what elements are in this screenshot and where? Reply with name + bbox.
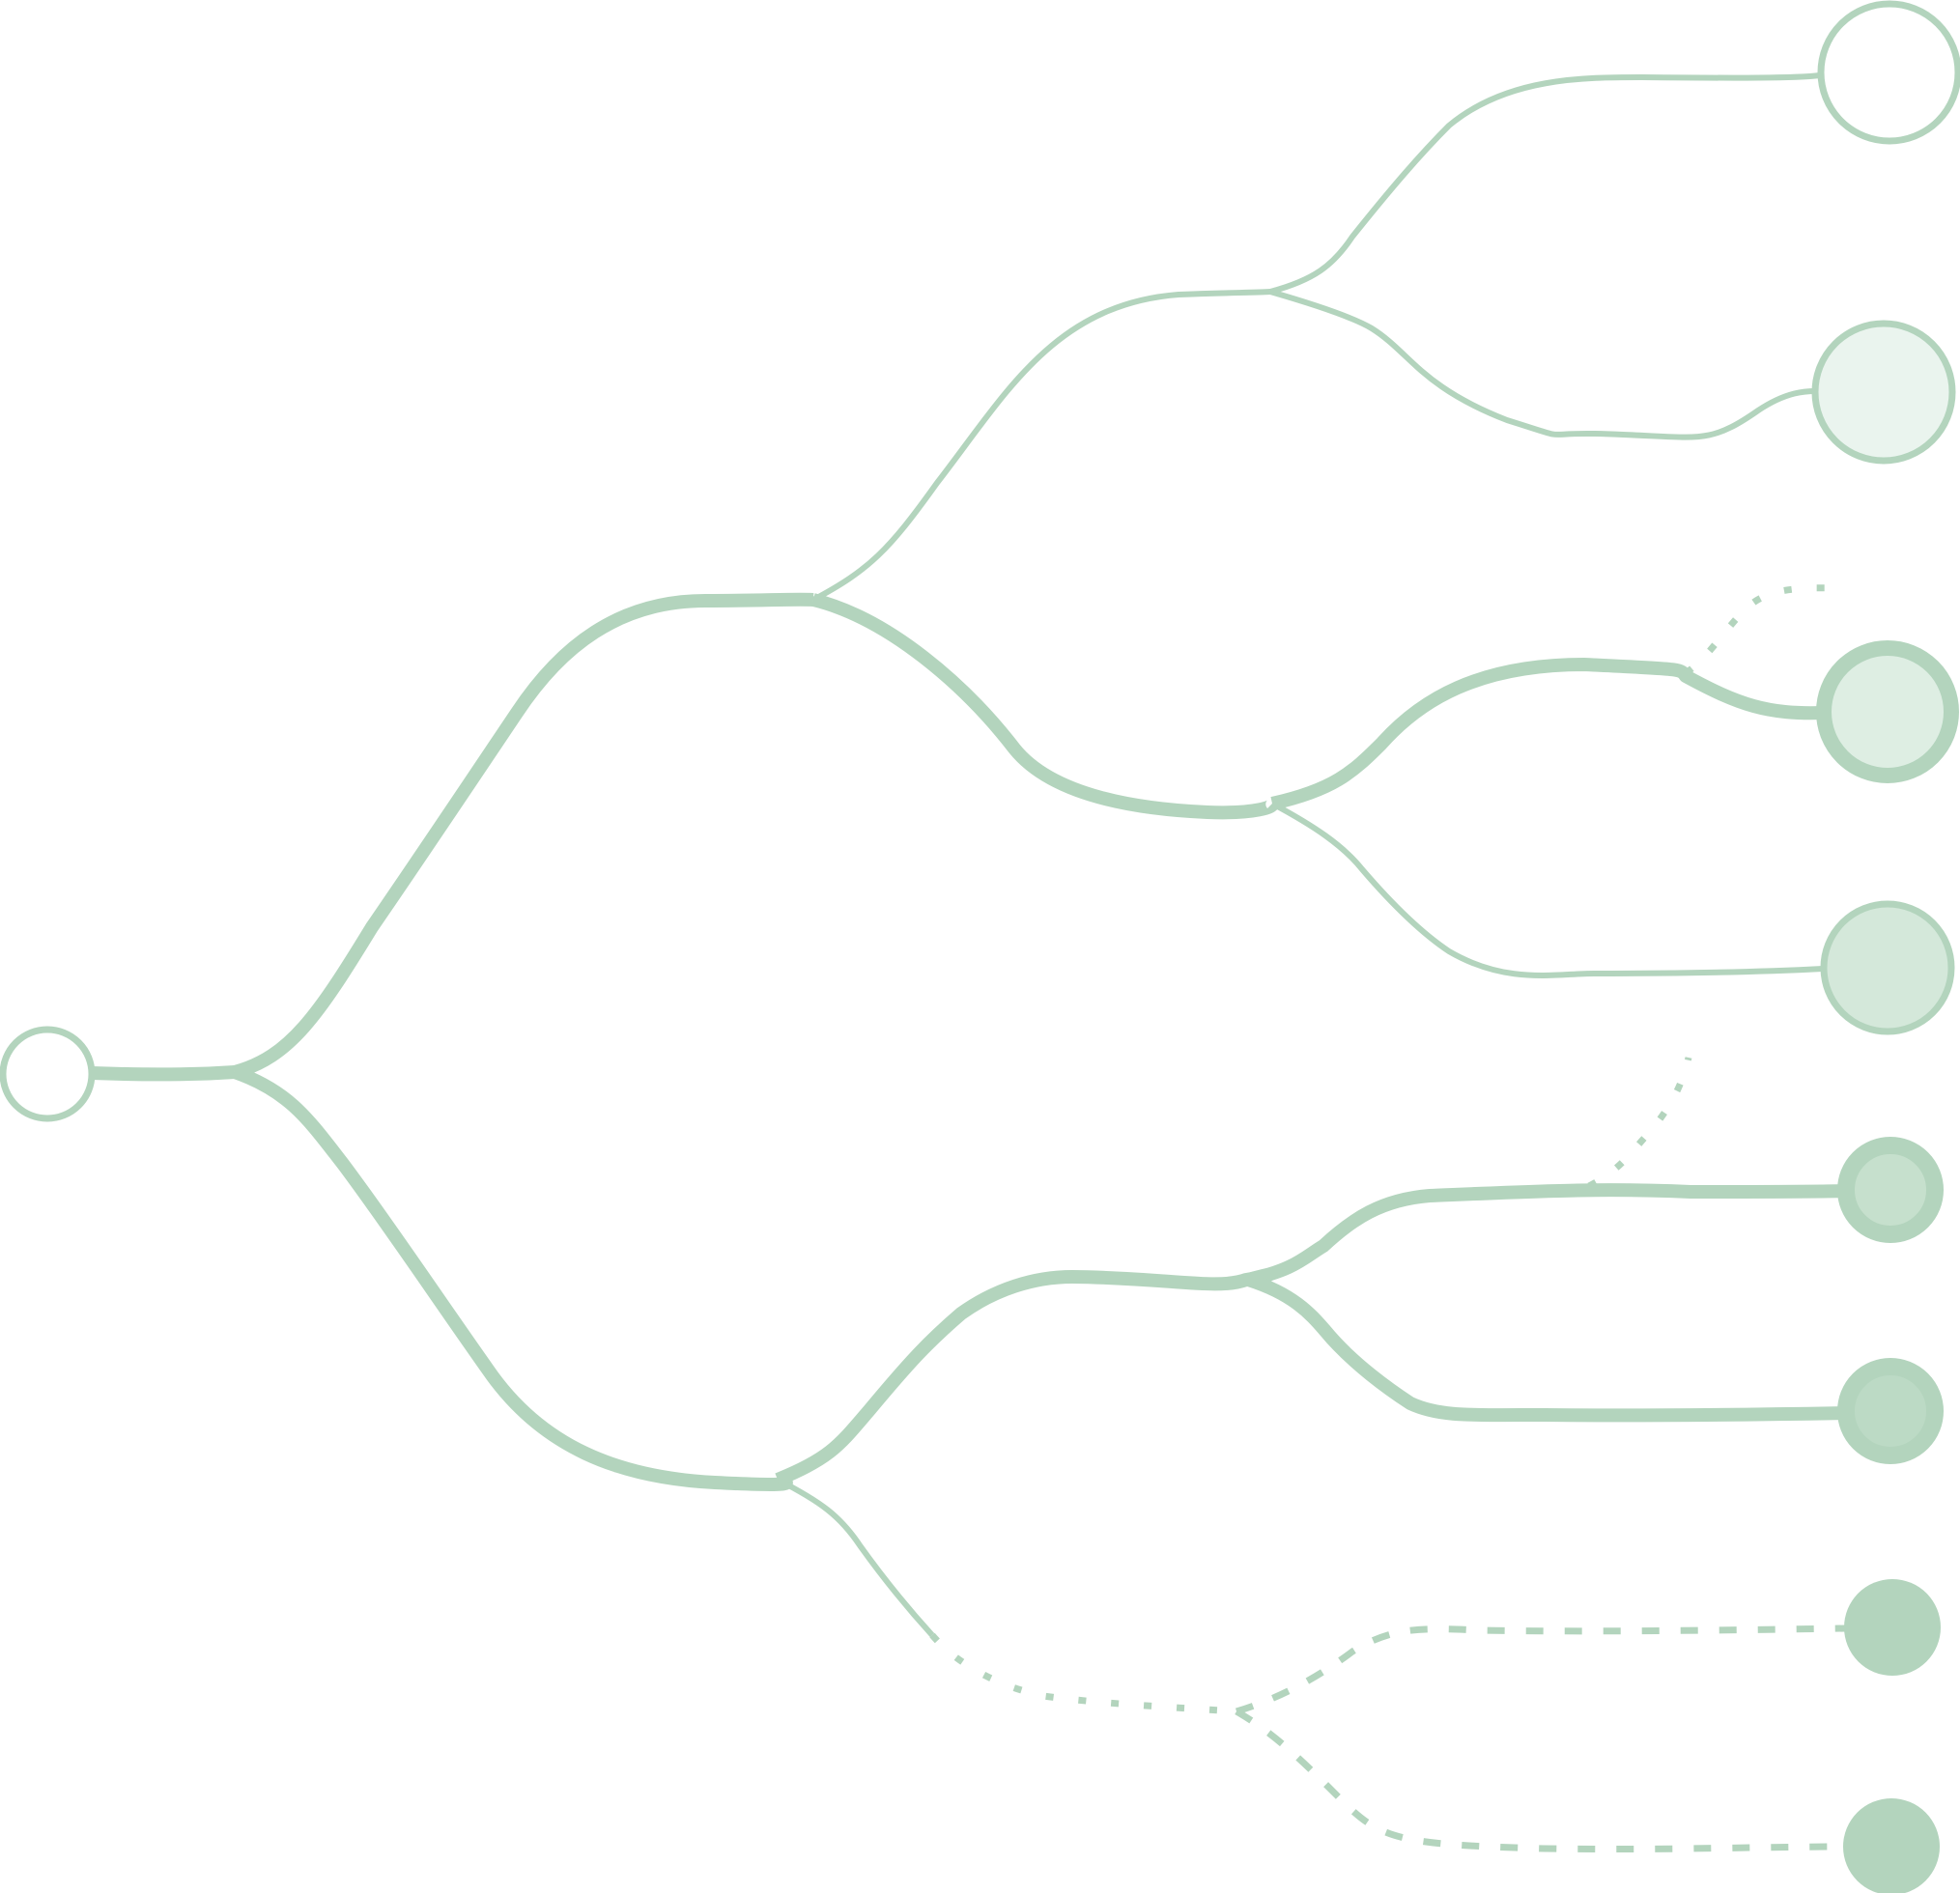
leaf-node-1[interactable] (1817, 0, 1960, 145)
branch-to-leaf-7 (1235, 1625, 1846, 1715)
dashed-spur-upper (1683, 584, 1836, 676)
leaf-node-3[interactable] (1816, 640, 1959, 783)
branch-to-leaf-5 (1246, 1183, 1846, 1286)
leaf-node-6[interactable] (1837, 1358, 1944, 1464)
root-node[interactable] (0, 1026, 96, 1122)
branch-to-split-7-solid (776, 1477, 935, 1638)
leaf-node-5[interactable] (1837, 1137, 1944, 1243)
branch-to-leaf-3 (1270, 658, 1825, 810)
branch-to-split-3 (811, 289, 1271, 603)
branch-to-leaf-2 (1269, 289, 1817, 440)
branch-to-leaf-1 (1269, 72, 1821, 295)
branch-to-leaf-8 (1235, 1708, 1846, 1853)
branches (91, 72, 1846, 1853)
branch-to-split-6 (775, 1267, 1276, 1486)
leaf-node-2[interactable] (1811, 320, 1956, 465)
upper-main-branch (233, 592, 814, 1079)
branch-to-split-4 (811, 593, 1280, 820)
branch-to-leaf-6 (1245, 1273, 1846, 1423)
root-stem-branch (91, 1065, 236, 1082)
branch-to-split-7-dashed (929, 1632, 1237, 1715)
leaf-node-8[interactable] (1843, 1798, 1940, 1893)
leaf-nodes (1811, 0, 1960, 1893)
lower-main-branch (232, 1065, 793, 1491)
dashed-spur-lower (1587, 1057, 1692, 1190)
leaf-node-4[interactable] (1820, 900, 1955, 1035)
branch-to-leaf-4 (1270, 801, 1824, 978)
leaf-node-7[interactable] (1844, 1579, 1941, 1676)
